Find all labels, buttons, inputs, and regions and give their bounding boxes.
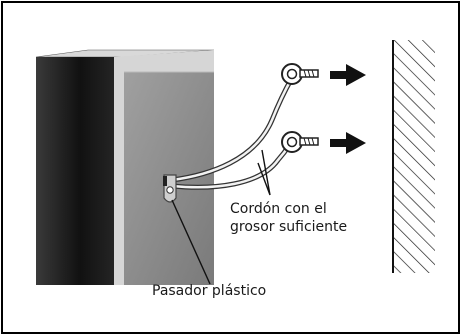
plastic-pin-icon [163,174,177,203]
screw-eye-hook-lower-icon [281,131,319,153]
screw-eye-hook-upper-icon [281,63,319,85]
pin-caption: Pasador plástico [152,283,267,299]
leader-pin [171,199,211,285]
wall [392,40,435,273]
arrow-right-lower-icon [330,132,366,154]
cord-caption-line-2: grosor suficiente [230,219,348,235]
cabinet-side [36,57,124,285]
leader-cord [257,149,271,196]
leader-lines [171,149,271,285]
cord-caption: Cordón con el grosor suficiente [230,200,347,236]
speaker-cabinet [35,49,215,285]
wall-hatch-icon [393,40,435,273]
arrow-right-upper-icon [330,64,366,86]
cord-caption-line-1: Cordón con el [230,201,327,217]
